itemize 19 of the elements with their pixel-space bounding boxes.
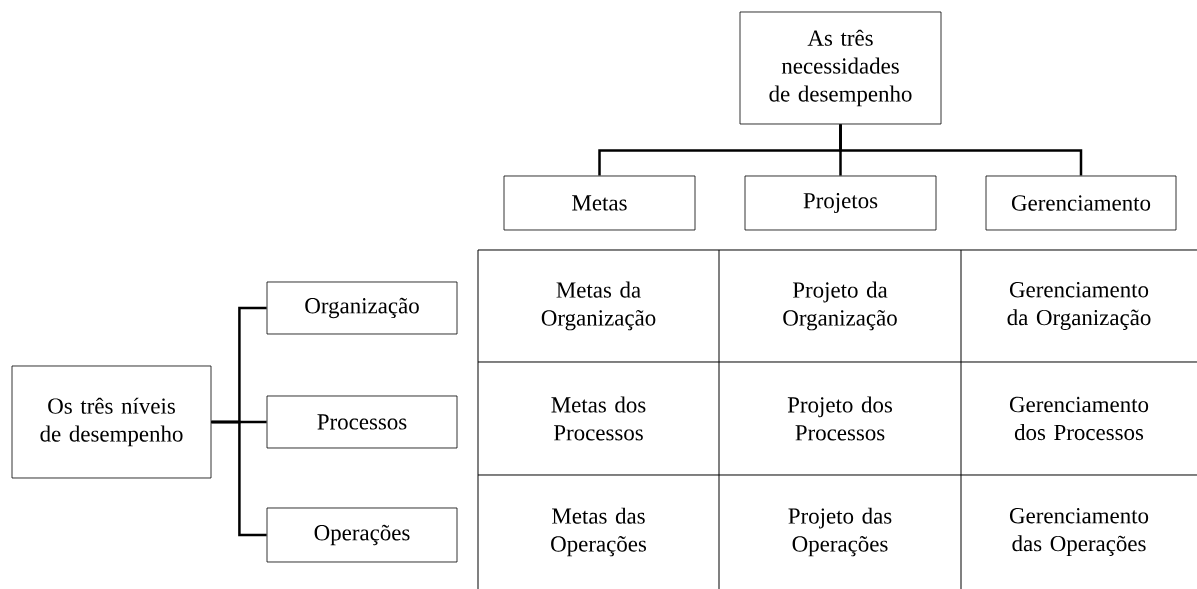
table-cell: Projeto da Organização [783, 281, 897, 331]
table-cell: Gerenciamento da Organização [1007, 282, 1151, 330]
text-box: Processos [266, 395, 458, 449]
table-cell: Metas das Operações [551, 507, 647, 557]
text-box: Gerenciamento [985, 175, 1177, 231]
table-cell: Metas dos Processos [551, 396, 646, 441]
table-cell: Gerenciamento das Operações [1009, 508, 1149, 556]
text-box: Projetos [744, 175, 937, 231]
table-cell: Metas da Organização [541, 281, 656, 331]
table-cell: Gerenciamento dos Processos [1009, 396, 1149, 441]
connector-line [211, 420, 267, 537]
table-cell: Projeto dos Processos [787, 396, 892, 441]
text-box: Os três níveis de desempenho [11, 365, 212, 479]
text-box: Organização [266, 281, 458, 335]
connector-line [839, 124, 1083, 176]
text-box: As três necessidades de desempenho [739, 11, 942, 125]
table-cell: Projeto das Operações [788, 507, 892, 557]
text-box: Operações [266, 507, 458, 563]
text-box: Metas [503, 175, 696, 231]
